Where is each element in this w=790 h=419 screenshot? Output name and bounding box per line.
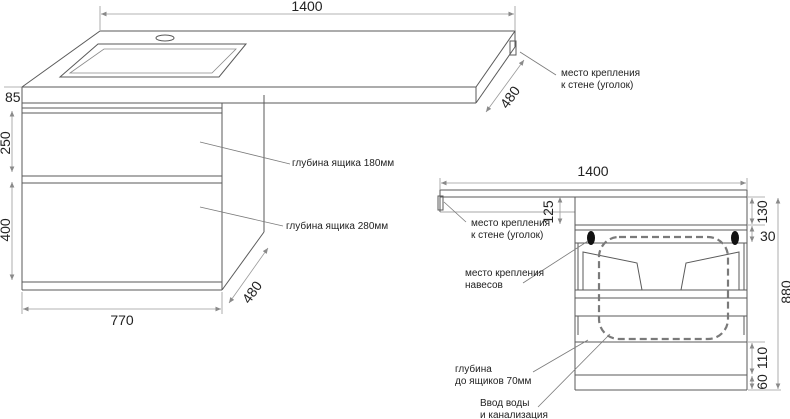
dim-130: 130 <box>754 200 770 224</box>
dim-depth-top: 480 <box>497 83 524 111</box>
cabinet <box>21 95 265 291</box>
note-water-inlet-l2: и канализация <box>480 410 548 419</box>
dim-110: 110 <box>754 347 770 370</box>
dim-drawer2-height: 400 <box>0 218 13 242</box>
hinge-mount-left <box>587 231 595 245</box>
cabinet-front <box>574 197 748 391</box>
note-water-inlet-l1: Ввод воды <box>480 398 529 409</box>
note-depth-l2: до ящиков 70мм <box>455 376 532 387</box>
dim-60: 60 <box>754 374 770 390</box>
note-hinge-mount-l1: место крепления <box>465 268 544 279</box>
wall-bracket-left <box>509 40 517 56</box>
top-profile <box>437 189 748 213</box>
right-view: 1400 125 130 30 880 110 60 место креплен… <box>437 163 790 419</box>
note-wall-mount-right-l1: место крепления <box>471 218 550 229</box>
dim-drawer1-height: 250 <box>0 131 13 155</box>
dim-30: 30 <box>760 228 776 244</box>
drawer-cutout-right <box>680 251 740 291</box>
dim-cabinet-depth: 480 <box>239 278 266 306</box>
note-wall-mount-l2: к стене (уголок) <box>561 80 633 91</box>
dim-top-thickness: 85 <box>5 89 21 105</box>
note-depth-l1: глубина <box>455 363 492 375</box>
countertop <box>20 30 516 104</box>
dim-125: 125 <box>540 200 556 224</box>
left-dimensions: 1400 480 85 250 400 770 480 <box>0 0 525 328</box>
wall-bracket-right <box>437 195 444 211</box>
note-drawer2-depth: глубина ящика 280мм <box>286 220 388 232</box>
hinge-mount-right <box>731 231 739 245</box>
sink-outline <box>597 235 730 341</box>
left-view: 1400 480 85 250 400 770 480 место крепле… <box>0 0 640 328</box>
faucet-hole <box>155 34 175 42</box>
note-wall-mount-right-l2: к стене (уголок) <box>471 230 543 241</box>
dim-width-top: 1400 <box>291 0 322 14</box>
dim-880: 880 <box>778 280 790 304</box>
drawer-cutout-left <box>582 251 643 291</box>
dim-cabinet-width: 770 <box>110 312 134 328</box>
sink-bowl <box>58 34 248 78</box>
note-hinge-mount-l2: навесов <box>465 280 503 291</box>
right-dimensions: 1400 125 130 30 880 110 60 <box>439 163 790 391</box>
note-wall-mount-l1: место крепления <box>561 68 640 79</box>
dim-width-top-right: 1400 <box>577 163 608 179</box>
note-drawer1-depth: глубина ящика 180мм <box>292 157 394 169</box>
